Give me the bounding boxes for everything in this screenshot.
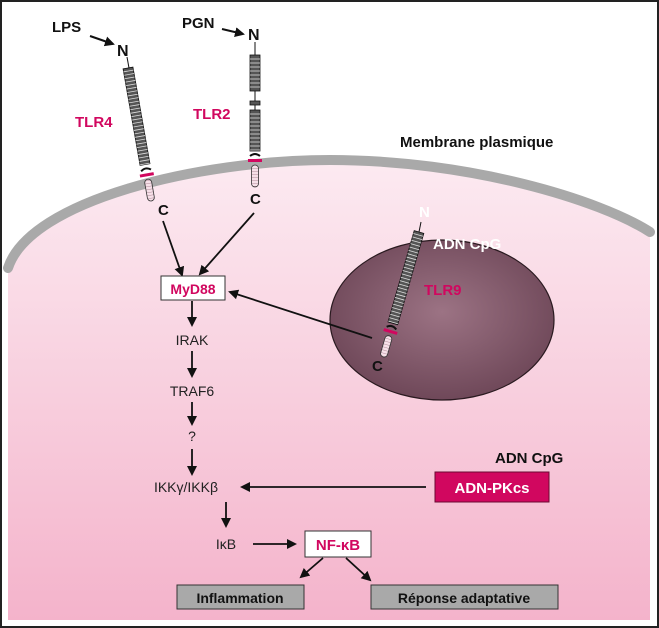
nfkb-to-adaptive-arrow [345, 557, 372, 582]
lrr-segment [413, 233, 424, 237]
myd88-label: MyD88 [170, 281, 215, 297]
lrr-segment [133, 128, 144, 131]
lrr-segment [128, 100, 139, 104]
tlr2-label: TLR2 [193, 106, 231, 123]
lrr-segment [389, 317, 399, 321]
lrr-segment [130, 111, 141, 114]
lrr-segment [135, 135, 146, 138]
ikk-label: IKKγ/IKKβ [154, 479, 218, 495]
lrr-segment [133, 124, 144, 128]
lrr-segment [402, 270, 413, 274]
pgn-arrow [221, 27, 245, 38]
lrr-segment [138, 155, 149, 159]
pgn-label: PGN [182, 15, 215, 32]
lrr-segment [136, 142, 147, 145]
lrr-segment [132, 117, 143, 121]
lrr-segment [125, 83, 136, 87]
lrr-segment [132, 121, 143, 124]
lrr-segment [126, 86, 137, 90]
tlr4-c-terminal: C [158, 202, 169, 219]
myd88-box [160, 275, 226, 301]
tlr4-label: TLR4 [75, 114, 113, 131]
plasma-membrane [3, 154, 655, 273]
inflammation-box [176, 584, 305, 610]
endosome [329, 239, 555, 401]
nfkb-box [304, 530, 372, 558]
lrr-segment [390, 313, 400, 318]
adaptive-response-box [370, 584, 559, 610]
lrr-segment [400, 276, 411, 281]
lrr-segment [392, 307, 402, 311]
tlr4-to-myd88-arrow [162, 220, 185, 277]
adaptive-response-label: Réponse adaptative [398, 590, 530, 606]
traf6-label: TRAF6 [170, 383, 215, 399]
lrr-segment [131, 114, 142, 118]
lrr-segment [407, 253, 418, 257]
tlr4-receptor [122, 56, 155, 202]
lrr-segment [391, 310, 401, 315]
lps-label: LPS [52, 19, 81, 36]
lrr-segment [394, 297, 405, 301]
lrr-segment [124, 76, 135, 80]
endosome-cpg-label: ADN CpG [433, 236, 501, 253]
lrr-segment [397, 286, 408, 291]
lrr-segment [134, 131, 145, 135]
ikb-label: IκB [216, 536, 236, 552]
irak-label: IRAK [176, 332, 209, 348]
lrr-segment [410, 243, 421, 247]
lrr-segment [123, 69, 134, 73]
lrr-segment [128, 97, 139, 100]
lrr-segment [412, 236, 423, 241]
adn-pkcs-label: ADN-PKcs [454, 480, 529, 497]
lrr-segment [408, 249, 419, 254]
tlr9-c-terminal: C [372, 358, 383, 375]
lrr-segment [393, 300, 404, 304]
tlr4-n-terminal: N [117, 43, 129, 60]
lrr-segment [139, 159, 150, 162]
lrr-segment [403, 266, 414, 271]
lrr-segment [127, 90, 138, 93]
tlr9-receptor [380, 221, 425, 358]
lrr-segment [135, 138, 146, 142]
lrr-segment [398, 283, 409, 288]
lrr-segment [138, 152, 149, 155]
lrr-segment [388, 320, 399, 325]
nfkb-label: NF-κB [316, 537, 360, 554]
lrr-segment [392, 303, 403, 308]
lrr-segment [130, 107, 141, 111]
membrane-label: Membrane plasmique [400, 134, 553, 151]
tlr9-to-myd88-arrow [228, 289, 373, 339]
lrr-segment [401, 273, 412, 278]
lrr-segment [127, 93, 138, 97]
tlr9-n-terminal: N [419, 204, 430, 221]
lrr-segment [136, 145, 147, 149]
tlr2-receptor [248, 42, 262, 188]
lrr-segment [405, 260, 416, 264]
inflammation-label: Inflammation [196, 590, 283, 606]
lrr-segment [137, 148, 148, 152]
lrr-segment [139, 162, 150, 166]
cpg-dna-label: ADN CpG [495, 450, 563, 467]
adn-pkcs-box [434, 471, 550, 503]
lrr-segment [406, 256, 417, 261]
tlr2-to-myd88-arrow [198, 212, 255, 276]
lrr-segment [411, 239, 422, 244]
lrr-segment [125, 80, 136, 83]
nfkb-to-inflammation-arrow [299, 557, 324, 579]
tlr2-c-terminal: C [250, 191, 261, 208]
lrr-segment [129, 104, 140, 107]
lrr-segment [399, 280, 410, 284]
lrr-segment [395, 293, 406, 298]
lrr-segment [409, 246, 420, 251]
lrr-segment [396, 290, 407, 294]
lrr-segment [404, 263, 415, 267]
lps-arrow [89, 35, 115, 47]
tlr2-n-terminal: N [248, 27, 260, 44]
unknown-step-label: ? [188, 428, 196, 444]
tlr9-label: TLR9 [424, 282, 462, 299]
lrr-segment [124, 73, 135, 76]
